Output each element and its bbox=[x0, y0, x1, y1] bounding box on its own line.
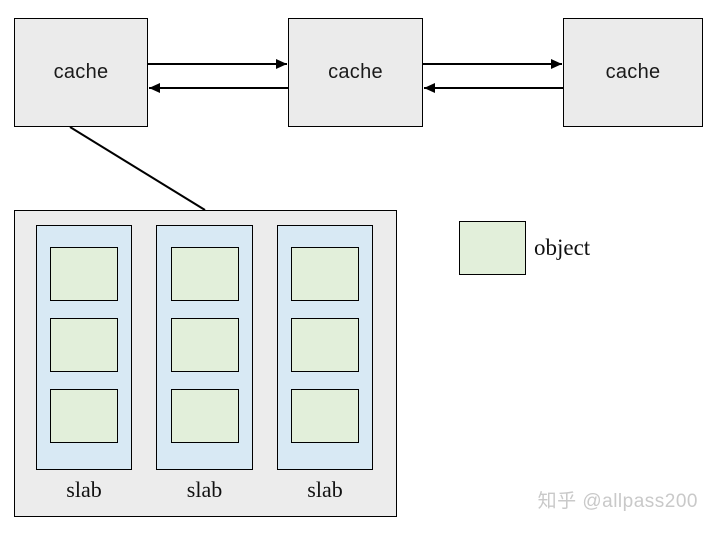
object-box bbox=[170, 389, 239, 443]
cache-label: cache bbox=[328, 61, 383, 83]
cache-node-3: cache bbox=[563, 18, 703, 127]
cache-node-1: cache bbox=[14, 18, 148, 127]
object-box bbox=[170, 318, 239, 372]
object-box bbox=[291, 318, 359, 372]
slab-container: slab slab slab bbox=[14, 210, 397, 517]
slab-label-1: slab bbox=[66, 477, 102, 502]
cache-label: cache bbox=[605, 61, 661, 83]
object-box bbox=[50, 318, 118, 372]
slab-column-3 bbox=[277, 225, 373, 470]
line-cache-to-slabs bbox=[69, 126, 206, 211]
slab-label-3: slab bbox=[307, 477, 343, 502]
watermark: 知乎 @allpass200 bbox=[537, 491, 698, 512]
slab-column-2 bbox=[156, 225, 253, 470]
cache-label: cache bbox=[53, 61, 109, 83]
cache-node-2: cache bbox=[288, 18, 423, 127]
object-box bbox=[291, 247, 359, 301]
object-box bbox=[291, 389, 359, 443]
object-box bbox=[170, 247, 239, 301]
object-box bbox=[50, 247, 118, 301]
slab-label-2: slab bbox=[186, 477, 223, 502]
legend-object-label: object bbox=[534, 235, 591, 260]
slab-column-1 bbox=[36, 225, 132, 470]
legend-object-swatch bbox=[459, 221, 526, 275]
object-box bbox=[50, 389, 118, 443]
